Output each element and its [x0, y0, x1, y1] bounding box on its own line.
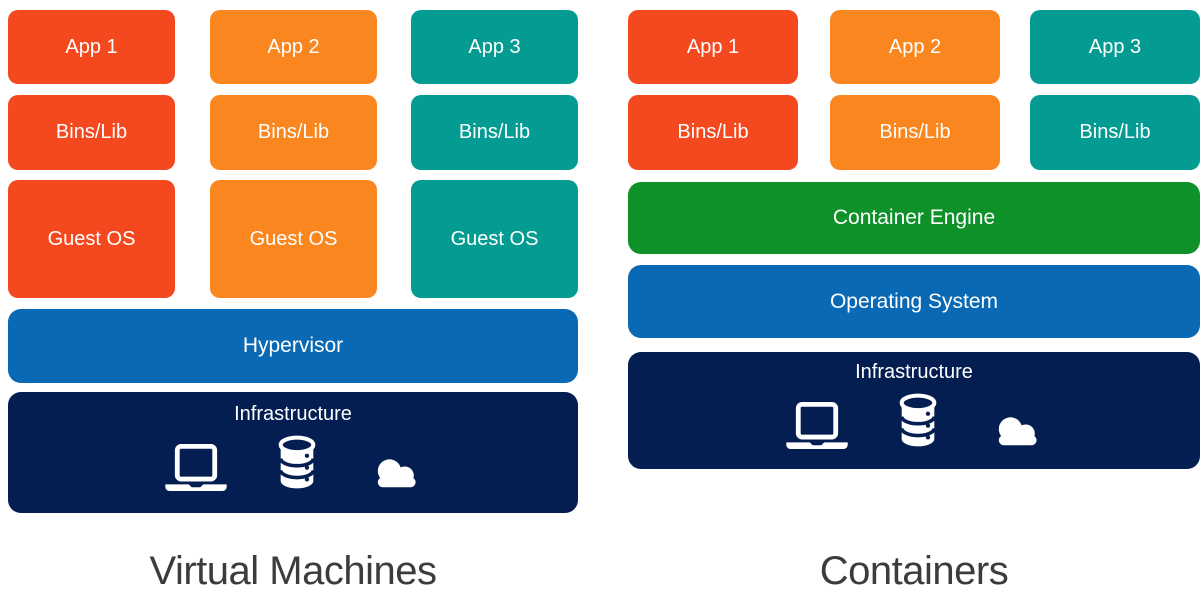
operating-system-label: Operating System [829, 289, 999, 313]
container-bins3-label: Bins/Lib [1079, 121, 1151, 143]
containers-infrastructure-icons [786, 392, 1042, 450]
vm-app2-box: App 2 [210, 10, 377, 84]
vm-guestos1-label: Guest OS [47, 227, 136, 250]
vm-app2-label: App 2 [267, 35, 320, 58]
database-icon [278, 435, 316, 489]
vm-bins3-label: Bins/Lib [458, 121, 531, 143]
vm-guestos3-box: Guest OS [411, 180, 578, 298]
cloud-icon [377, 459, 416, 488]
vm-bins1-box: Bins/Lib [8, 95, 175, 170]
vm-guestos3-label: Guest OS [450, 227, 539, 250]
vm-infrastructure-icons [165, 434, 421, 492]
container-app2-label: App 2 [888, 35, 942, 58]
vm-guestos2-label: Guest OS [249, 227, 338, 250]
laptop-icon [786, 402, 848, 450]
hypervisor-bar: Hypervisor [8, 309, 578, 383]
container-bins1-box: Bins/Lib [628, 95, 798, 170]
container-app3-box: App 3 [1030, 10, 1200, 84]
containers-title: Containers [819, 549, 1009, 593]
vm-infrastructure-label: Infrastructure [234, 403, 352, 425]
hypervisor-label: Hypervisor [242, 334, 344, 357]
cloud-icon [998, 417, 1037, 446]
container-bins3-box: Bins/Lib [1030, 95, 1200, 170]
vm-infrastructure-bar: Infrastructure [8, 392, 578, 513]
container-engine-bar: Container Engine [628, 182, 1200, 254]
container-engine-label: Container Engine [832, 206, 996, 229]
operating-system-bar: Operating System [628, 265, 1200, 338]
vm-app3-box: App 3 [411, 10, 578, 84]
container-app1-box: App 1 [628, 10, 798, 84]
container-bins1-label: Bins/Lib [677, 121, 749, 143]
vm-app3-label: App 3 [468, 35, 521, 58]
vm-guestos2-box: Guest OS [210, 180, 377, 298]
vm-guestos1-box: Guest OS [8, 180, 175, 298]
vm-app1-box: App 1 [8, 10, 175, 84]
laptop-icon [165, 444, 227, 492]
vm-app1-label: App 1 [65, 35, 118, 58]
vm-bins2-label: Bins/Lib [257, 121, 330, 143]
containers-infrastructure-bar: Infrastructure [628, 352, 1200, 469]
vm-title: Virtual Machines [149, 549, 437, 593]
container-bins2-box: Bins/Lib [830, 95, 1000, 170]
container-app2-box: App 2 [830, 10, 1000, 84]
vm-bins3-box: Bins/Lib [411, 95, 578, 170]
containers-infrastructure-label: Infrastructure [855, 361, 973, 383]
container-bins2-label: Bins/Lib [879, 121, 951, 143]
vm-bins1-label: Bins/Lib [55, 121, 128, 143]
vm-bins2-box: Bins/Lib [210, 95, 377, 170]
container-app1-label: App 1 [686, 35, 740, 58]
container-app3-label: App 3 [1088, 35, 1142, 58]
database-icon [899, 393, 937, 447]
